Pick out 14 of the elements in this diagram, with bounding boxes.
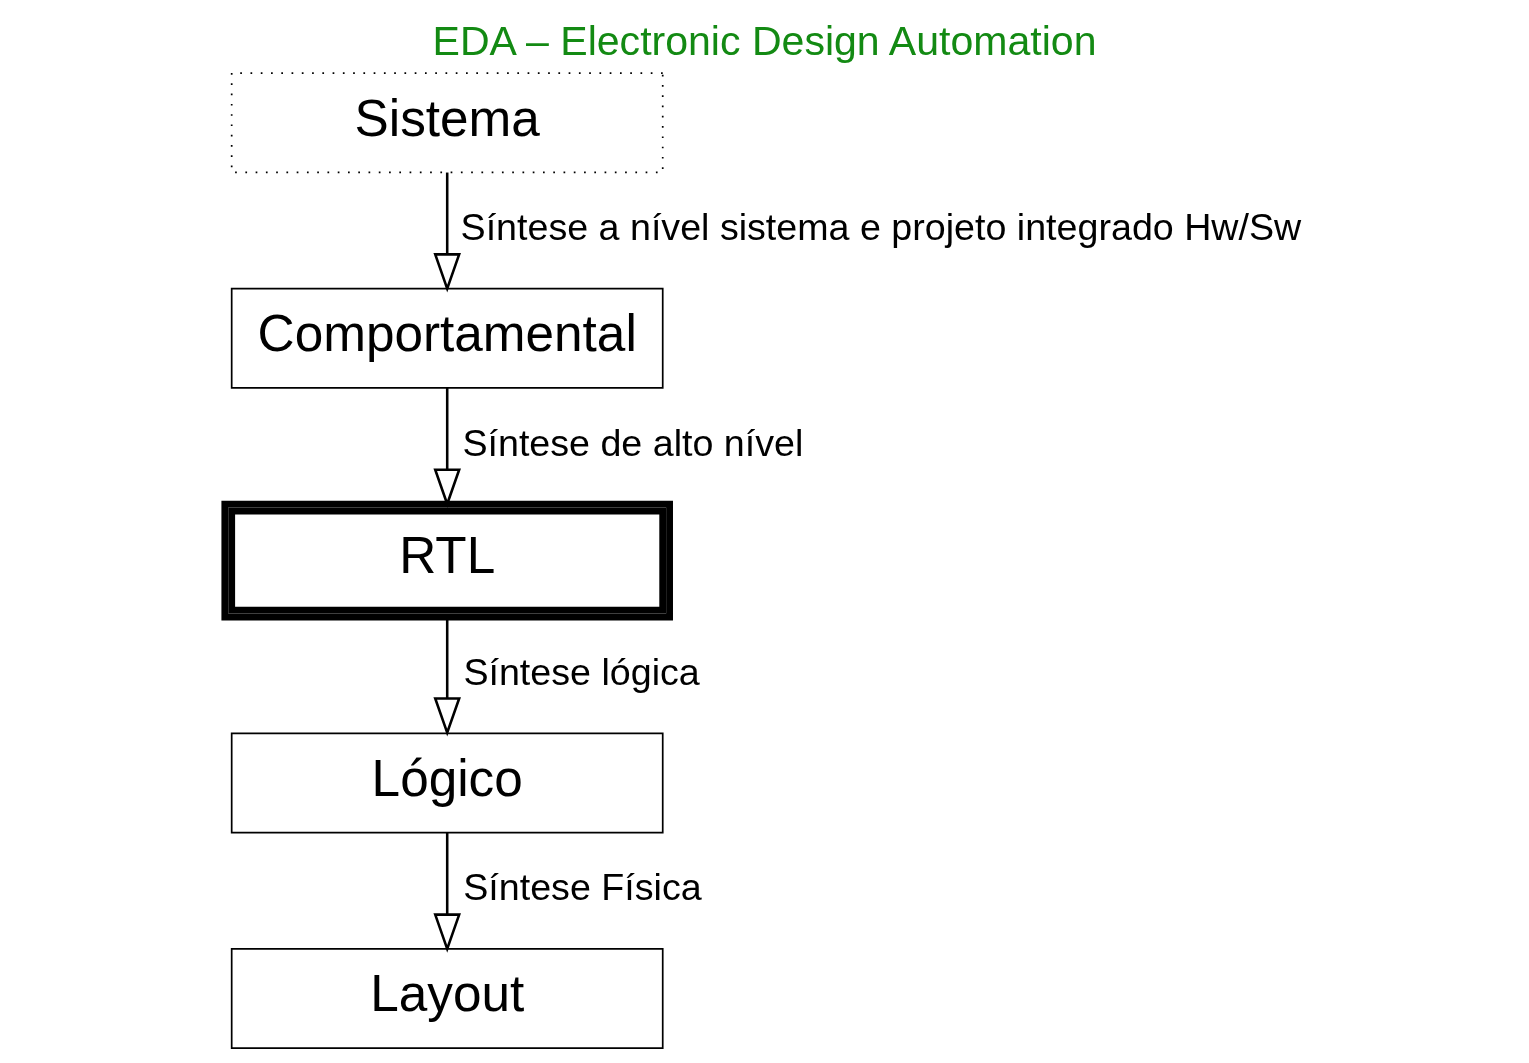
node-box: Lógico <box>230 732 664 834</box>
diagram-title: EDA – Electronic Design Automation <box>432 17 1097 64</box>
node-box: Layout <box>230 948 664 1049</box>
node-box: RTL <box>221 500 673 621</box>
arrow <box>433 387 461 508</box>
node-box: Sistema <box>230 72 664 174</box>
edge-label: Síntese a nível sistema e projeto integrado Hw/Sw <box>460 206 1302 249</box>
edge-label: Síntese de alto nível <box>462 421 804 464</box>
edge-label: Síntese lógica <box>463 650 700 693</box>
node-box: Comportamental <box>230 287 664 389</box>
arrow <box>433 832 461 953</box>
arrow <box>433 172 461 293</box>
edge-label: Síntese Física <box>463 866 702 909</box>
arrow <box>433 617 461 737</box>
